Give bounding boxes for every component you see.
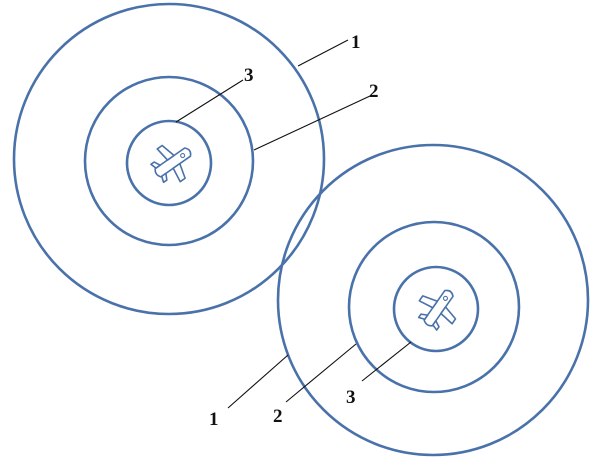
middle-zone-ring bbox=[83, 75, 255, 247]
leader-line-outer bbox=[227, 354, 289, 409]
leader-line-middle bbox=[285, 343, 357, 403]
outer-zone-ring bbox=[276, 143, 590, 457]
leader-line-outer bbox=[297, 39, 349, 67]
callout-label-inner: 3 bbox=[346, 387, 356, 408]
leader-line-inner bbox=[175, 79, 244, 123]
middle-zone-ring bbox=[347, 220, 521, 394]
callout-label-outer: 1 bbox=[209, 409, 219, 430]
leader-line-inner bbox=[361, 341, 412, 382]
airplane-icon bbox=[144, 133, 202, 192]
inner-zone-ring bbox=[392, 265, 480, 353]
leader-line-middle bbox=[253, 95, 371, 151]
zone-group-bottom: 1 2 3 bbox=[209, 143, 590, 457]
outer-zone-ring bbox=[12, 2, 326, 316]
callout-label-inner: 3 bbox=[244, 65, 254, 86]
callout-label-outer: 1 bbox=[351, 32, 361, 53]
inner-zone-ring bbox=[125, 119, 213, 207]
callout-label-middle: 2 bbox=[369, 81, 379, 102]
airplane-icon bbox=[409, 279, 468, 337]
callout-label-middle: 2 bbox=[273, 406, 283, 427]
zone-group-top: 1 3 2 bbox=[12, 2, 379, 316]
